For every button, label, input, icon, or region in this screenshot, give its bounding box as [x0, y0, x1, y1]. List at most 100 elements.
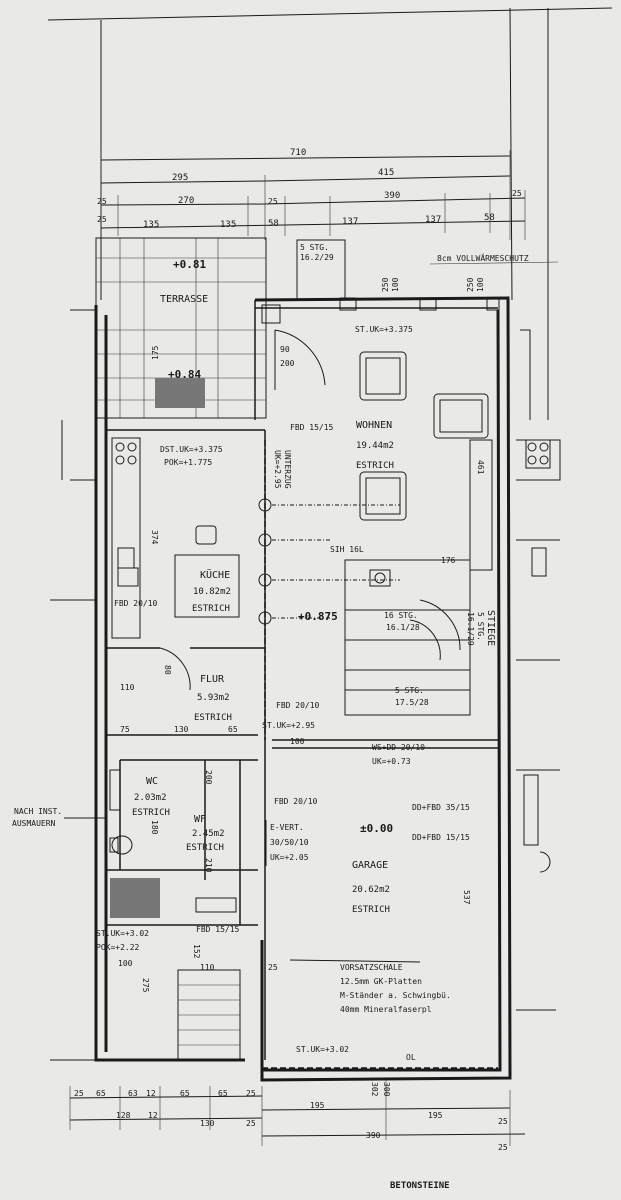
ws-dd: WS+DD 20/10 — [372, 743, 425, 752]
st-uk-302: ST.UK=+3.02 — [96, 929, 149, 938]
dim-25-a: 25 — [97, 197, 107, 206]
dimension-chains-top: 710 295 270 415 390 25 25 135 135 25 58 … — [97, 148, 526, 240]
dim-b-390: 390 — [366, 1131, 381, 1140]
terrace-paving: +0.81 TERRASSE +0.84 175 — [95, 237, 267, 419]
dim-390: 390 — [384, 191, 400, 201]
dim-210: 210 — [204, 858, 213, 873]
dim-b-25a: 25 — [74, 1089, 84, 1098]
dim-25-d: 25 — [512, 189, 522, 198]
terrace-grate — [155, 378, 205, 408]
dim-b-195b: 195 — [428, 1111, 443, 1120]
stair-2-count: 16 STG. — [384, 611, 418, 620]
dim-b-12a: 12 — [146, 1089, 156, 1098]
dim-295: 295 — [172, 173, 188, 183]
stair-3-count: 5 STG. — [395, 686, 424, 695]
vorsatz-2: 12.5mm GK-Platten — [340, 977, 422, 986]
garage-floor: ESTRICH — [352, 905, 390, 915]
ol-label: OL — [406, 1053, 416, 1062]
stair-5-ratio: 16.1/29 — [466, 612, 475, 646]
flur-label: FLUR — [200, 674, 225, 685]
dim-25-b: 25 — [97, 215, 107, 224]
dim-415: 415 — [378, 168, 394, 178]
stair-4-count: 5 STG. — [476, 612, 485, 641]
unterzug-beam: UNTERZUG UK=+2.95 — [258, 450, 400, 625]
wf-floor: ESTRICH — [186, 843, 224, 853]
level-0875: +0.875 — [298, 610, 338, 623]
uk-073: UK=+0.73 — [372, 757, 411, 766]
stair-1-count: 5 STG. — [300, 243, 329, 252]
st-uk-top: ST.UK=+3.375 — [355, 325, 413, 334]
dim-175: 175 — [151, 345, 160, 360]
door-brh-200: 200 — [280, 359, 295, 368]
dim-137-b: 137 — [425, 215, 441, 225]
door-brh-90: 90 — [280, 345, 290, 354]
dim-270: 270 — [178, 196, 194, 206]
vorsatz-3: M-Ständer a. Schwingbü. — [340, 991, 451, 1000]
garage: WS+DD 20/10 UK=+0.73 FBD 20/10 DD+FBD 35… — [262, 743, 498, 1069]
dim-b-63: 63 — [128, 1089, 138, 1098]
fbd-20-10-a: FBD 20/10 — [114, 599, 158, 608]
dim-461: 461 — [476, 460, 485, 475]
st-uk-302b: ST.UK=+3.02 — [296, 1045, 349, 1054]
dim-180: 180 — [150, 820, 159, 835]
kitchen-layout: DST.UK=+3.375 POK=+1.775 374 KÜCHE 10.82… — [111, 437, 240, 639]
e-vert: E-VERT. — [270, 823, 304, 832]
dim-25-g: 25 — [268, 963, 278, 972]
dimension-chains-bottom: 25 65 63 12 65 65 25 128 12 130 25 195 1… — [69, 1080, 526, 1152]
dim-110: 110 — [120, 683, 135, 692]
dim-135-b: 135 — [220, 220, 236, 230]
insulation-label: 8cm VOLLWÄRMESCHUTZ — [437, 253, 529, 263]
stiege-label: STIEGE — [485, 610, 496, 646]
windows-top: 5 STG. 16.2/29 100 250 100 250 ST.UK=+3.… — [261, 239, 500, 334]
dim-200-wf: 200 — [204, 770, 213, 785]
e-vert-size: 30/50/10 — [270, 838, 309, 847]
dim-b-302: 302 — [370, 1082, 379, 1097]
stair-2-ratio: 16.1/28 — [386, 623, 420, 632]
wc-and-utility: WC 2.03m2 ESTRICH 180 WF 2.45m2 ESTRICH … — [12, 769, 225, 873]
pok-1775: POK=+1.775 — [164, 458, 212, 467]
kueche-floor: ESTRICH — [192, 604, 230, 614]
fbd-15-15-b: FBD 15/15 — [196, 925, 240, 934]
dim-25-c: 25 — [268, 197, 278, 206]
dim-b-25d: 25 — [498, 1117, 508, 1126]
dim-b-25b: 25 — [246, 1089, 256, 1098]
vorsatz-1: VORSATZSCHALE — [340, 963, 403, 972]
wc-floor: ESTRICH — [132, 808, 170, 818]
dim-b-128: 128 — [116, 1111, 131, 1120]
terrace-level: +0.81 — [173, 258, 206, 271]
dd-fbd-35: DD+FBD 35/15 — [412, 803, 470, 812]
stair-3-ratio: 17.5/28 — [395, 698, 429, 707]
dim-100-stair: 100 — [290, 737, 305, 746]
flur-area: 5.93m2 — [197, 693, 230, 703]
terrace-level-2: +0.84 — [168, 368, 201, 381]
dim-152: 152 — [192, 944, 201, 959]
dim-b-65a: 65 — [96, 1089, 106, 1098]
sih-label: SIH 16L — [330, 545, 364, 554]
unterzug-label: UNTERZUG — [283, 450, 292, 489]
dim-25-58: 58 — [268, 219, 279, 229]
wohnen-label: WOHNEN — [356, 420, 392, 431]
wohnen-floor: ESTRICH — [356, 461, 394, 471]
dim-b-130: 130 — [200, 1119, 215, 1128]
fbd-20-10-b: FBD 20/10 — [276, 701, 320, 710]
dd-fbd-15: DD+FBD 15/15 — [412, 833, 470, 842]
wf-area: 2.45m2 — [192, 829, 225, 839]
kueche-area: 10.82m2 — [193, 587, 231, 597]
garage-label: GARAGE — [352, 860, 388, 871]
dim-b-12b: 12 — [148, 1111, 158, 1120]
e-vert-uk: UK=+2.05 — [270, 853, 309, 862]
st-uk-295: ST.UK=+2.95 — [262, 721, 315, 730]
dim-137-a: 137 — [342, 217, 358, 227]
entrance-grate — [110, 878, 160, 918]
flur-floor: ESTRICH — [194, 713, 232, 723]
dim-537: 537 — [462, 890, 471, 905]
fbd-20-10-c: FBD 20/10 — [274, 797, 318, 806]
wohnen-area: 19.44m2 — [356, 441, 394, 451]
dim-total-710: 710 — [290, 148, 306, 158]
ausmauern-label: AUSMAUERN — [12, 819, 56, 828]
dim-b-25c: 25 — [246, 1119, 256, 1128]
dim-75: 75 — [120, 725, 130, 734]
staircase: SIH 16L 176 +0.875 16 STG. 16.1/28 5 STG… — [262, 545, 496, 746]
